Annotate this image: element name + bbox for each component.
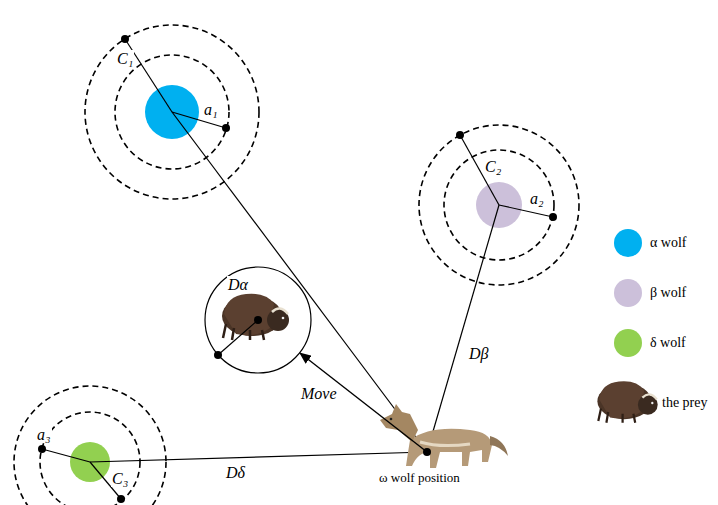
distance-line [172, 112, 427, 452]
dot [456, 131, 464, 139]
distance-label: Dα [227, 276, 249, 293]
dot [117, 495, 125, 503]
prey-picture [222, 294, 289, 340]
radius-line [499, 205, 553, 217]
prey-group [205, 267, 311, 373]
coefficient-label: a₂ [529, 190, 545, 207]
dot [254, 316, 262, 324]
distance-line [90, 452, 427, 462]
distance-label: Dδ [225, 464, 246, 481]
coefficient-label: C₃ [111, 470, 129, 487]
move-arrow [300, 353, 427, 452]
coefficient-label: a₁ [203, 101, 219, 118]
legend-prey-icon [597, 381, 657, 423]
outer-circle [14, 386, 166, 505]
legend-swatch [614, 229, 642, 257]
dot [38, 445, 46, 453]
dot [423, 448, 431, 456]
omega-wolf-picture [380, 404, 508, 468]
legend-text: the prey [662, 395, 707, 411]
prey-circle [205, 267, 311, 373]
move-label: Move [300, 385, 338, 402]
inner-circle [40, 412, 140, 505]
radius-line [42, 449, 90, 462]
legend-swatch [614, 329, 642, 357]
legend-text: α wolf [650, 235, 687, 251]
legend-text: δ wolf [650, 335, 686, 351]
legend-swatch [614, 279, 642, 307]
distance-line [427, 205, 499, 452]
coefficient-label: C₂ [484, 158, 502, 175]
dot [549, 213, 557, 221]
legend-text: β wolf [650, 285, 686, 301]
coefficient-label: a₃ [36, 426, 52, 443]
dot [121, 35, 129, 43]
dot [222, 124, 230, 132]
delta-wolf-group [14, 386, 166, 505]
dot [214, 351, 222, 359]
distance-label: Dβ [468, 345, 490, 362]
coefficient-label: C₁ [116, 50, 134, 67]
wolf-caption: ω wolf position [378, 470, 461, 485]
radius-line [218, 320, 258, 355]
